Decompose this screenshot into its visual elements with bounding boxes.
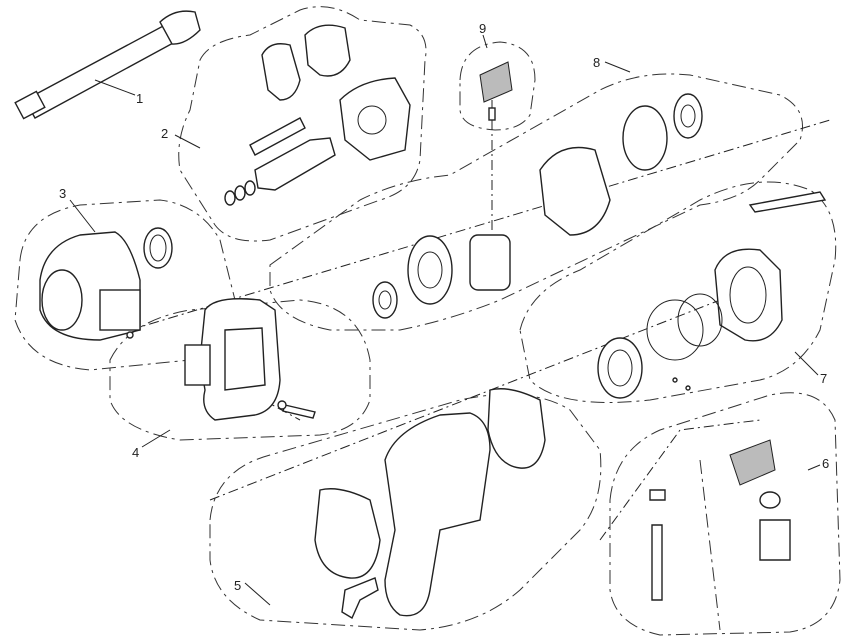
callout-7: 7: [820, 371, 827, 386]
callout-9: 9: [479, 21, 486, 36]
callout-3: 3: [59, 186, 66, 201]
group-6-boundary: [609, 392, 841, 636]
group-7-boundary: [519, 181, 837, 403]
leader-8: [604, 61, 631, 73]
leader-1: [94, 79, 136, 96]
part-3-front-housing: [39, 227, 173, 341]
group-4-boundary: [109, 299, 371, 441]
callout-2: 2: [161, 126, 168, 141]
part-7-rear-housing: [597, 191, 827, 399]
callout-1: 1: [136, 91, 143, 106]
callout-5: 5: [234, 578, 241, 593]
part-8-motor: [372, 93, 703, 319]
group-5-boundary: [209, 393, 602, 631]
callout-8: 8: [593, 55, 600, 70]
group-2-boundary: [178, 6, 427, 242]
leader-7: [794, 351, 819, 376]
callout-6: 6: [822, 456, 829, 471]
axis-valve: [599, 419, 761, 541]
callout-4: 4: [132, 445, 139, 460]
part-6-inlet: [649, 439, 791, 601]
part-9-vanes: [479, 61, 513, 121]
leader-3: [69, 199, 96, 233]
leader-5: [244, 582, 271, 606]
part-2-hammer: [224, 24, 411, 206]
group-6-divider: [699, 459, 721, 631]
axis-main: [129, 119, 831, 331]
part-4-handle: [184, 298, 316, 421]
group-8-boundary: [269, 73, 803, 331]
leader-9: [482, 34, 488, 49]
part-5-main-housing: [314, 388, 546, 620]
leader-2: [174, 134, 201, 149]
part-1-anvil: [14, 10, 201, 120]
leader-6: [807, 464, 821, 471]
leader-4: [141, 429, 171, 448]
group-9-boundary: [459, 41, 536, 131]
